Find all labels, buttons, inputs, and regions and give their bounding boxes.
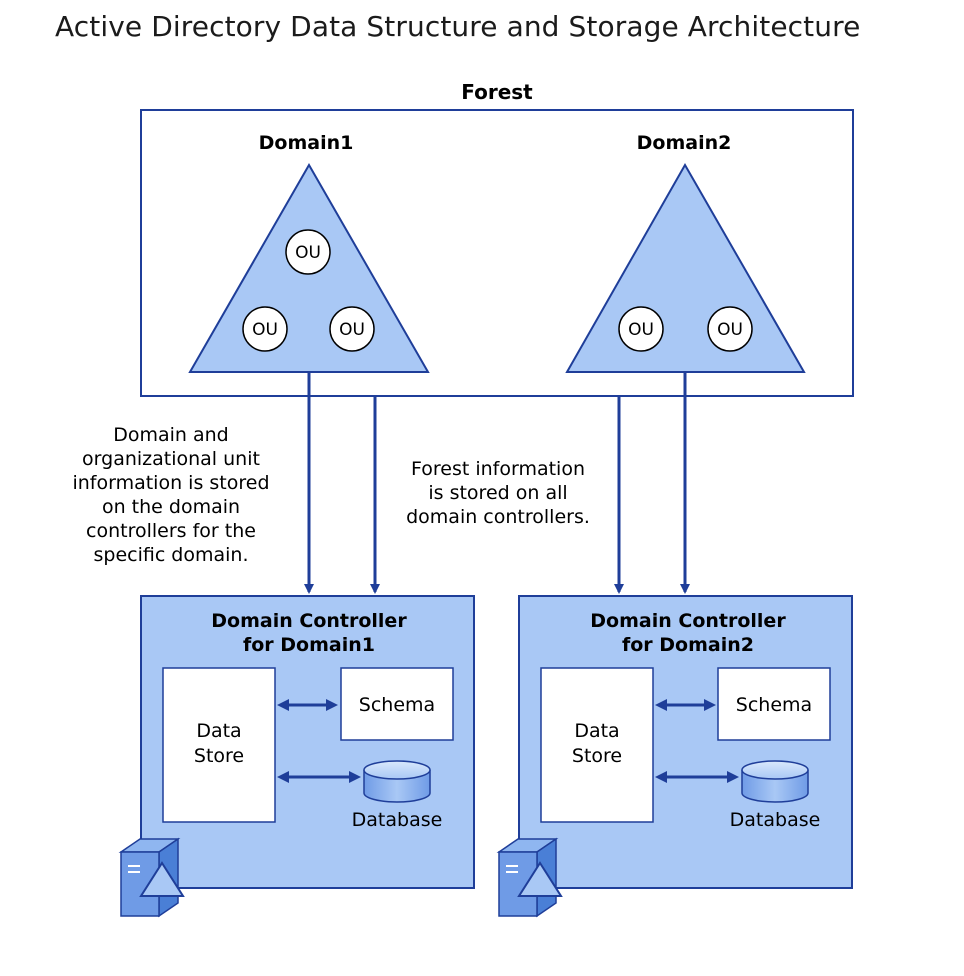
svg-text:organizational unit: organizational unit bbox=[82, 448, 260, 470]
controller-subtitle: for Domain2 bbox=[622, 634, 754, 656]
svg-text:OU: OU bbox=[628, 320, 654, 340]
svg-text:specific domain.: specific domain. bbox=[93, 544, 248, 566]
schema-box bbox=[717, 667, 831, 741]
ou-node: OU bbox=[329, 306, 375, 352]
server-icon bbox=[496, 837, 563, 918]
ou-node: OU bbox=[707, 306, 753, 352]
data-store-label: Store bbox=[572, 745, 622, 767]
schema-label: Schema bbox=[736, 694, 812, 716]
database-label: Database bbox=[352, 809, 443, 831]
ou-node: OU bbox=[285, 229, 331, 275]
database-label: Database bbox=[730, 809, 821, 831]
schema-label: Schema bbox=[359, 694, 435, 716]
bidirectional-arrow-icon bbox=[277, 699, 338, 711]
page-title: Active Directory Data Structure and Stor… bbox=[55, 10, 861, 43]
forest-info-annotation: Forest information is stored on all doma… bbox=[406, 458, 590, 528]
svg-text:Domain and: Domain and bbox=[113, 424, 229, 446]
svg-text:information is stored: information is stored bbox=[72, 472, 269, 494]
svg-text:controllers for the: controllers for the bbox=[86, 520, 256, 542]
domain-controller-2: Domain Controller for Domain2 Data Store… bbox=[518, 595, 853, 889]
data-store-label: Store bbox=[194, 745, 244, 767]
database-icon bbox=[363, 760, 431, 803]
ou-node: OU bbox=[242, 306, 288, 352]
controller-title: Domain Controller bbox=[211, 610, 407, 632]
data-store-box bbox=[540, 667, 654, 823]
domain-info-annotation: Domain and organizational unit informati… bbox=[72, 424, 269, 566]
domain2-label: Domain2 bbox=[637, 132, 732, 154]
svg-text:domain controllers.: domain controllers. bbox=[406, 506, 590, 528]
svg-text:OU: OU bbox=[295, 243, 321, 263]
ou-node: OU bbox=[618, 306, 664, 352]
svg-text:is stored on all: is stored on all bbox=[428, 482, 567, 504]
data-store-box bbox=[162, 667, 276, 823]
domain-controller-1: Domain Controller for Domain1 Data Store… bbox=[140, 595, 475, 889]
domain1-label: Domain1 bbox=[259, 132, 354, 154]
svg-text:OU: OU bbox=[252, 320, 278, 340]
bidirectional-arrow-icon bbox=[655, 699, 716, 711]
database-icon bbox=[741, 760, 809, 803]
svg-text:OU: OU bbox=[717, 320, 743, 340]
schema-box bbox=[340, 667, 454, 741]
svg-text:on the domain: on the domain bbox=[102, 496, 240, 518]
controller-subtitle: for Domain1 bbox=[243, 634, 375, 656]
forest-label: Forest bbox=[461, 80, 533, 104]
server-icon bbox=[118, 837, 185, 918]
bidirectional-arrow-icon bbox=[277, 771, 361, 783]
data-store-label: Data bbox=[196, 720, 241, 742]
bidirectional-arrow-icon bbox=[655, 771, 739, 783]
data-store-label: Data bbox=[574, 720, 619, 742]
controller-title: Domain Controller bbox=[590, 610, 786, 632]
svg-text:Forest information: Forest information bbox=[411, 458, 585, 480]
svg-text:OU: OU bbox=[339, 320, 365, 340]
